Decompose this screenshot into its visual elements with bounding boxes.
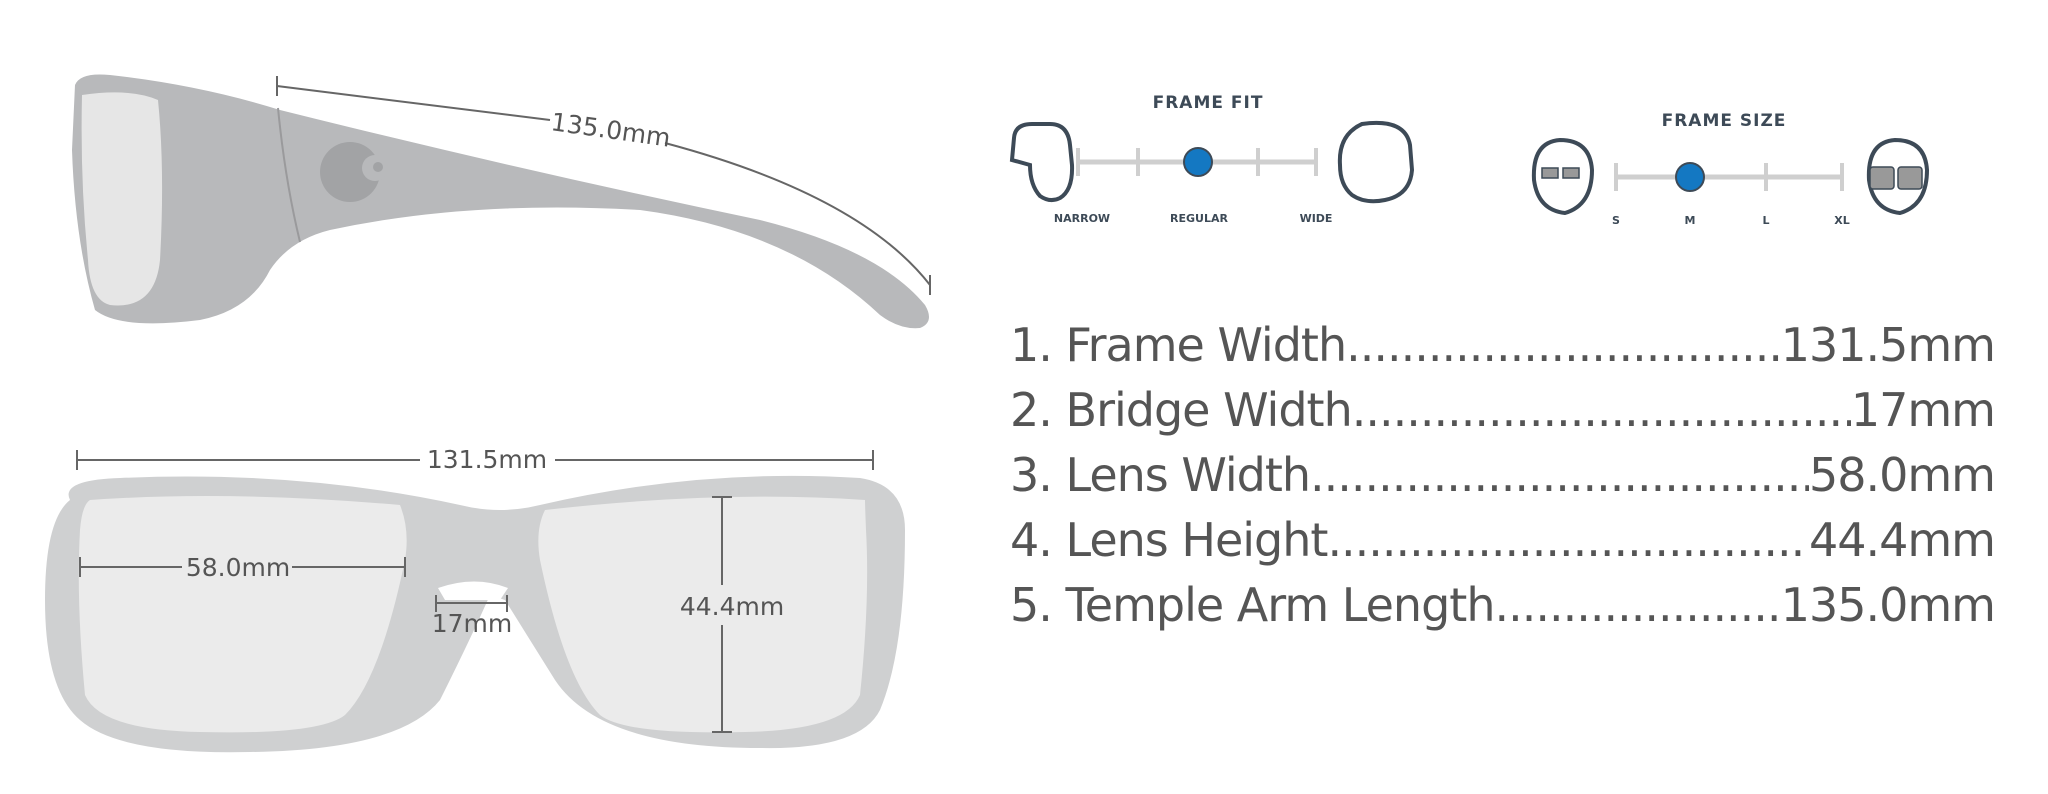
frame-size-selected-marker	[1675, 162, 1705, 192]
frame-width-label: 131.5mm	[427, 445, 547, 474]
leader-dots	[1310, 448, 1809, 502]
frame-size-title: FRAME SIZE	[1662, 111, 1787, 131]
frame-width-dimension: 131.5mm	[76, 445, 874, 474]
leader-dots	[1494, 578, 1780, 632]
spec-value: 58.0mm	[1808, 448, 1996, 502]
front-view-glasses	[45, 475, 905, 753]
lens-height-label: 44.4mm	[680, 592, 784, 621]
leader-dots	[1352, 383, 1851, 437]
leader-dots	[1327, 513, 1809, 567]
spec-label: 3. Lens Width	[1010, 448, 1311, 502]
spec-lens-height: 4. Lens Height 44.4mm	[1010, 513, 1996, 578]
leader-dots	[1346, 318, 1781, 372]
fit-option-regular: REGULAR	[1170, 212, 1228, 225]
spec-value: 17mm	[1850, 383, 1996, 437]
side-view-glasses	[72, 74, 929, 329]
frame-fit-title: FRAME FIT	[1153, 93, 1264, 113]
wide-face-icon	[1337, 120, 1415, 204]
narrow-face-icon	[1009, 122, 1075, 203]
spec-temple-arm-length: 5. Temple Arm Length 135.0mm	[1010, 578, 1996, 643]
brand-logo-icon	[320, 142, 388, 202]
lens-height-dimension: 44.4mm	[680, 496, 784, 733]
bridge-width-dimension: 17mm	[432, 595, 513, 638]
frame-fit-selected-marker	[1183, 147, 1213, 177]
spec-label: 5. Temple Arm Length	[1010, 578, 1495, 632]
spec-label: 4. Lens Height	[1010, 513, 1328, 567]
size-option-s: S	[1612, 214, 1620, 227]
lens-width-label: 58.0mm	[186, 553, 290, 582]
spec-value: 135.0mm	[1780, 578, 1996, 632]
size-option-m: M	[1685, 214, 1696, 227]
large-glasses-face-icon	[1866, 137, 1930, 216]
spec-bridge-width: 2. Bridge Width 17mm	[1010, 383, 1996, 448]
fit-option-wide: WIDE	[1300, 212, 1333, 225]
spec-frame-width: 1. Frame Width 131.5mm	[1010, 318, 1996, 383]
size-option-l: L	[1762, 214, 1769, 227]
spec-value: 44.4mm	[1808, 513, 1996, 567]
spec-lens-width: 3. Lens Width 58.0mm	[1010, 448, 1996, 513]
bridge-width-label: 17mm	[432, 609, 513, 638]
size-option-xl: XL	[1834, 214, 1850, 227]
frame-size-scale: FRAME SIZE S M L XL	[1531, 111, 1930, 227]
fit-option-narrow: NARROW	[1054, 212, 1110, 225]
spec-value: 131.5mm	[1780, 318, 1996, 372]
spec-label: 1. Frame Width	[1010, 318, 1347, 372]
spec-list: 1. Frame Width 131.5mm 2. Bridge Width 17m…	[1010, 318, 1996, 643]
spec-label: 2. Bridge Width	[1010, 383, 1353, 437]
frame-fit-scale: FRAME FIT NARROW REGULAR WIDE	[1009, 93, 1415, 225]
small-glasses-face-icon	[1531, 137, 1595, 216]
lens-width-dimension: 58.0mm	[79, 553, 406, 582]
temple-length-label: 135.0mm	[549, 107, 672, 152]
